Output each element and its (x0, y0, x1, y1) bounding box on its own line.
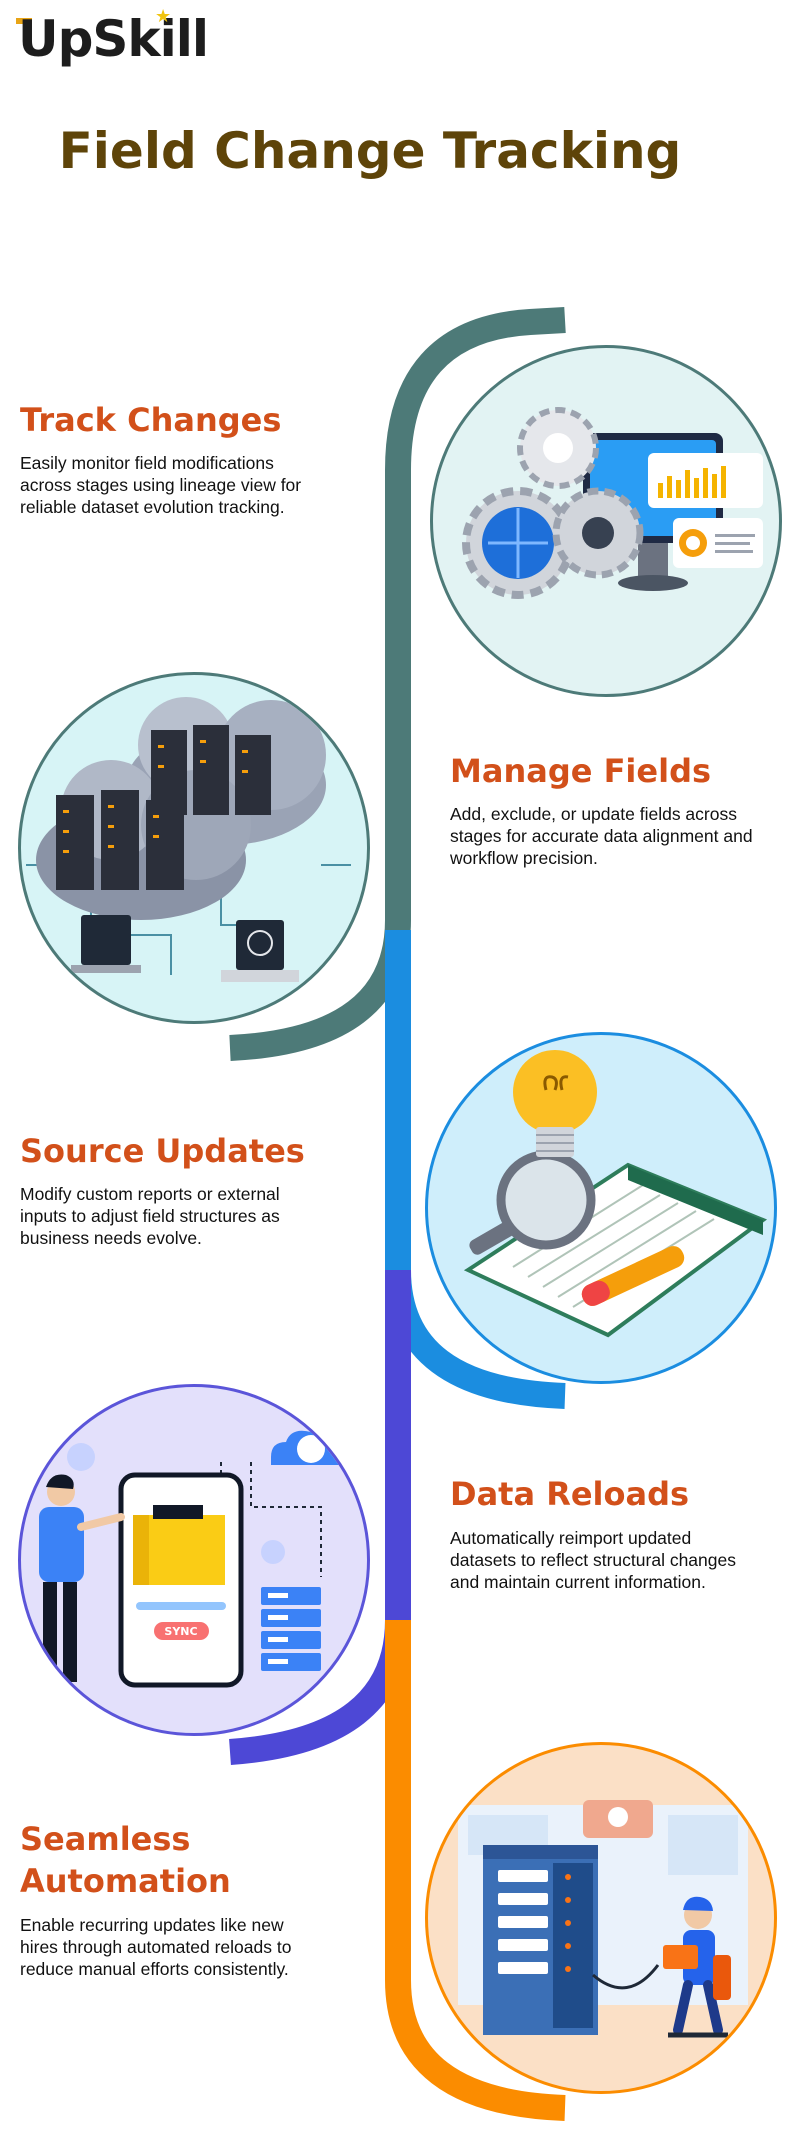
illustration-lightbulb-magnifier (425, 1032, 777, 1384)
illustration-phone-sync: SYNC (18, 1384, 370, 1736)
page-title: Field Change Tracking (58, 122, 682, 180)
logo-star-icon: ★ (155, 6, 172, 26)
section-title-manage-fields: Manage Fields (450, 752, 712, 790)
section-desc-data-reloads: Automatically reimport updated datasets … (450, 1528, 736, 1592)
section-desc-manage-fields: Add, exclude, or update fields across st… (450, 804, 753, 868)
illustration-monitor-gears (430, 345, 782, 697)
track-segment-teal (229, 307, 566, 1061)
section-desc-seamless-automation: Enable recurring updates like new hires … (20, 1915, 292, 1979)
section-title-track-changes: Track Changes (20, 401, 282, 439)
section-title-seamless-automation: Seamless Automation (20, 1820, 231, 1900)
logo-cap-icon (16, 18, 32, 24)
sync-button-label: SYNC (164, 1625, 197, 1638)
section-desc-source-updates: Modify custom reports or external inputs… (20, 1184, 280, 1248)
section-desc-track-changes: Easily monitor field modifications acros… (20, 453, 302, 517)
illustration-server-engineer (425, 1742, 777, 2094)
illustration-cloud-servers (18, 672, 370, 1024)
track-segment-orange (385, 1620, 566, 2121)
brand-logo: UpSkill (18, 10, 209, 68)
section-title-source-updates: Source Updates (20, 1132, 305, 1170)
section-title-data-reloads: Data Reloads (450, 1475, 690, 1513)
